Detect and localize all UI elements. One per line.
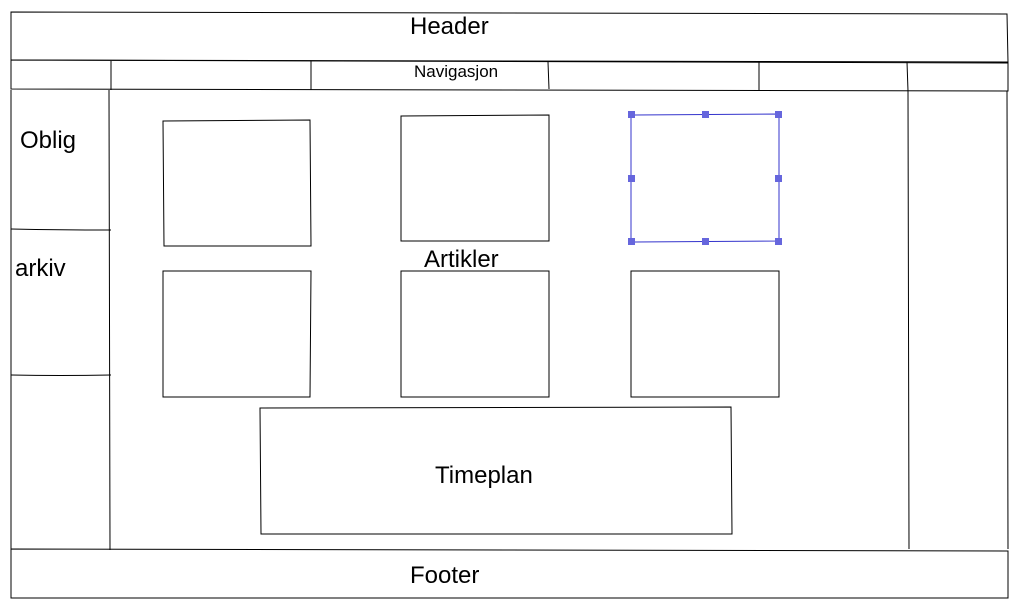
article-box[interactable] <box>400 270 550 398</box>
navigation-label: Navigasjon <box>414 62 499 81</box>
article-box-selected[interactable] <box>630 113 780 243</box>
sidebar-item-arkiv: arkiv <box>15 255 66 282</box>
nav-divider <box>906 61 909 92</box>
footer-box[interactable] <box>10 548 1009 599</box>
article-box[interactable] <box>162 119 312 247</box>
header-box[interactable] <box>10 11 1009 63</box>
resize-handle[interactable] <box>702 111 709 118</box>
nav-divider <box>547 61 550 90</box>
resize-handle[interactable] <box>775 175 782 182</box>
sidebar-item-oblig: Oblig <box>20 127 77 154</box>
selection-handles[interactable] <box>628 111 782 245</box>
nav-bar-box[interactable] <box>10 59 1009 92</box>
left-sidebar <box>10 89 111 551</box>
footer-label: Footer <box>410 562 480 589</box>
resize-handle[interactable] <box>628 175 635 182</box>
resize-handle[interactable] <box>628 111 635 118</box>
header-label: Header <box>410 13 489 40</box>
sidebar-divider <box>10 228 112 231</box>
timetable-box[interactable] <box>259 406 733 535</box>
article-box[interactable] <box>162 270 312 398</box>
articles-label: Artikler <box>424 246 499 273</box>
resize-handle[interactable] <box>702 238 709 245</box>
right-sidebar <box>907 90 1009 550</box>
article-box[interactable] <box>400 114 550 242</box>
timetable-label: Timeplan <box>435 462 533 489</box>
resize-handle[interactable] <box>775 238 782 245</box>
sidebar-divider <box>10 374 112 376</box>
resize-handle[interactable] <box>775 111 782 118</box>
article-box[interactable] <box>630 270 780 398</box>
resize-handle[interactable] <box>628 238 635 245</box>
